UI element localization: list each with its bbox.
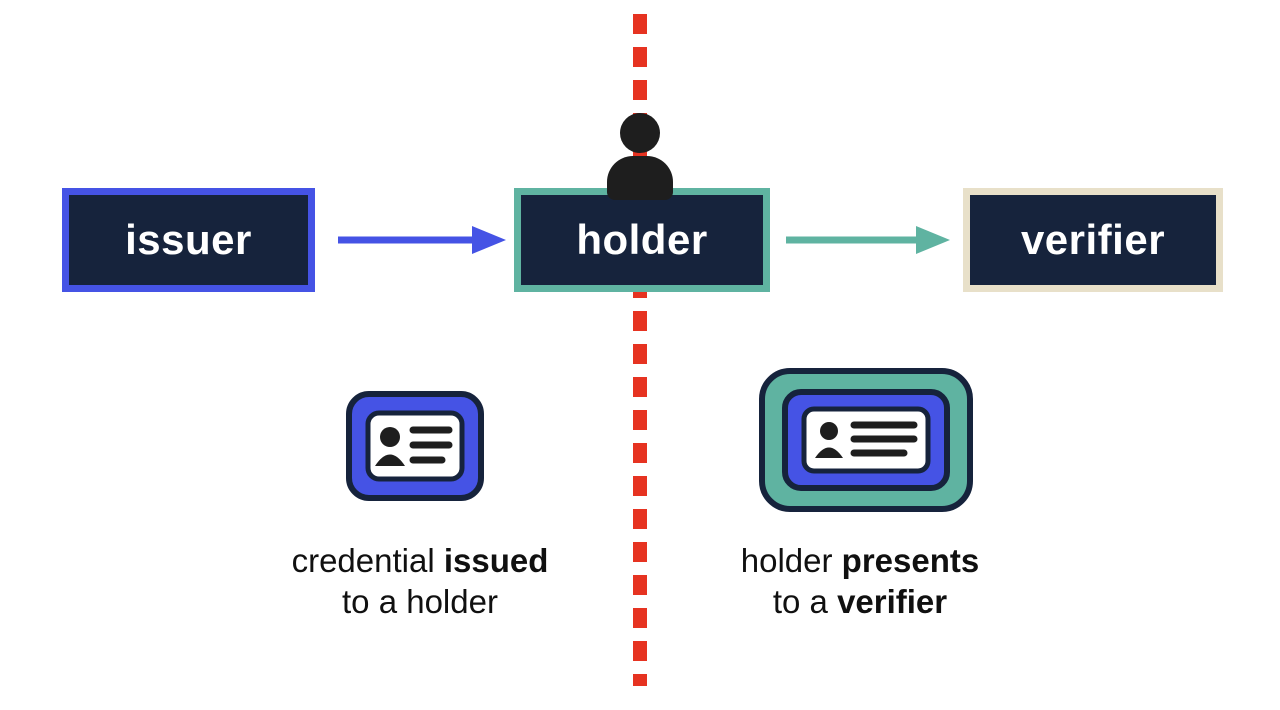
id-card-icon-issued: [346, 391, 484, 501]
caption-right-line2-bold: verifier: [837, 583, 948, 620]
arrow-right-icon-issue: [338, 226, 506, 254]
caption-right-line1-regular: holder: [740, 542, 842, 579]
verifier-label: verifier: [1020, 216, 1166, 263]
caption-left-line1-regular: credential: [291, 542, 444, 579]
caption-credential-issued: credential issued to a holder: [230, 540, 610, 622]
caption-holder-presents: holder presents to a verifier: [670, 540, 1050, 622]
node-verifier: verifier: [963, 188, 1223, 292]
issuer-label: issuer: [125, 216, 252, 263]
caption-right-line2-regular: to a: [772, 583, 838, 620]
caption-left-line2-regular: to a holder: [342, 583, 498, 620]
node-issuer: issuer: [62, 188, 315, 292]
arrow-right-icon-present: [786, 226, 950, 254]
caption-right-line1-bold: presents: [841, 542, 980, 579]
holder-label: holder: [576, 216, 708, 263]
person-torso: [607, 156, 673, 200]
caption-left-line1-bold: issued: [443, 542, 549, 579]
node-holder: holder: [514, 188, 770, 292]
person-icon: [607, 113, 673, 200]
id-card-icon-presented: [759, 368, 973, 512]
person-head: [620, 113, 660, 153]
